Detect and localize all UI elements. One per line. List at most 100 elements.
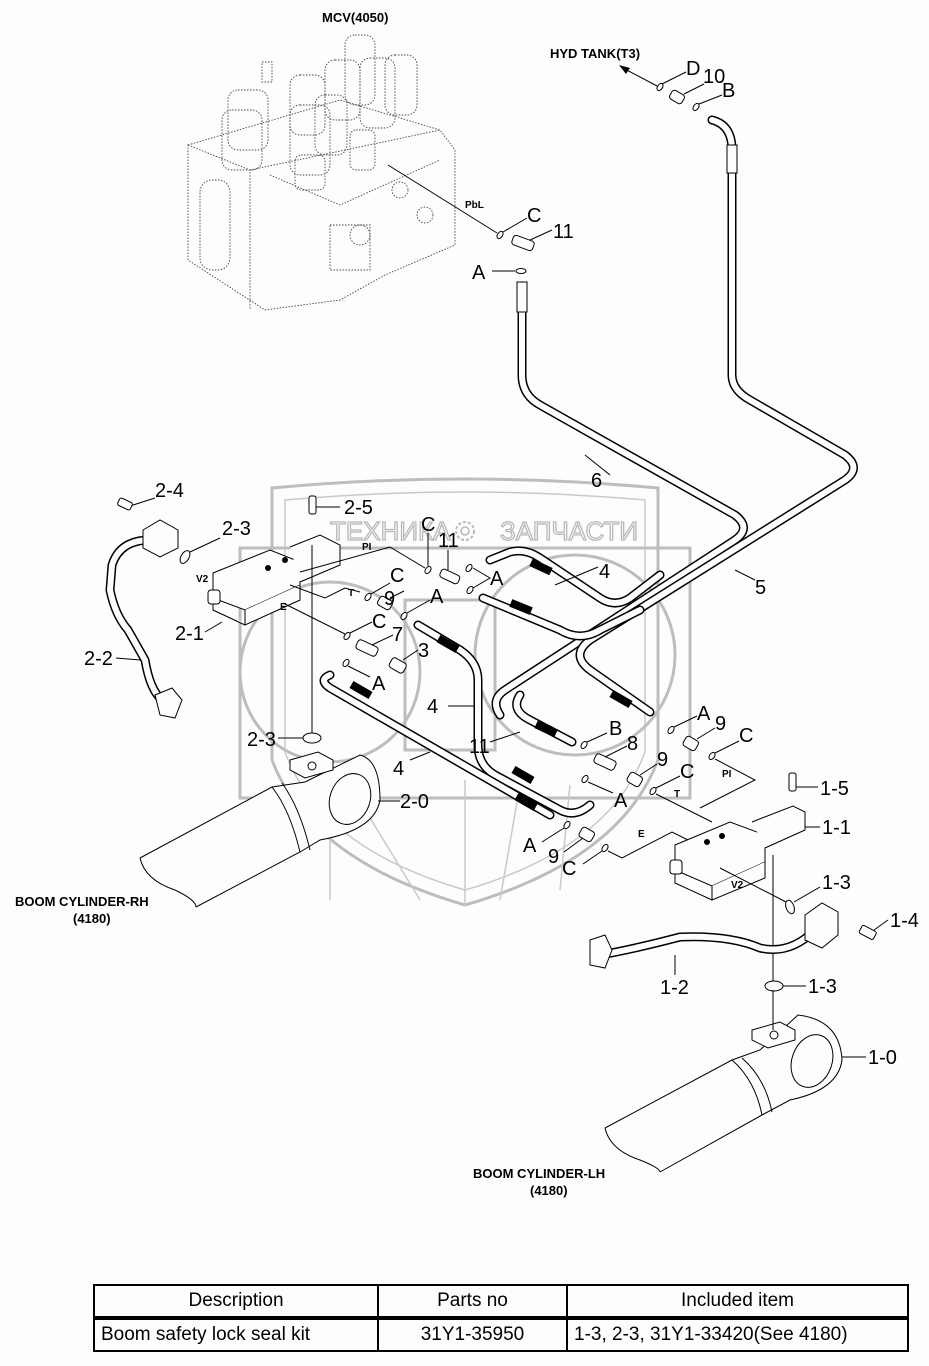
callout-c-1: C bbox=[421, 514, 435, 536]
o-ring-c-3 bbox=[343, 631, 351, 641]
seal-kit-table: Description Parts no Included item Boom … bbox=[93, 1284, 909, 1352]
port-v2-left-label: V2 bbox=[196, 574, 209, 585]
callout-c-4: C bbox=[739, 725, 753, 747]
tee-connector-11 bbox=[439, 568, 461, 585]
hose-4-upper-b bbox=[478, 593, 645, 641]
callout-a-1: A bbox=[490, 568, 504, 590]
tee-connector-8 bbox=[593, 753, 617, 771]
callout-1-5: 1-5 bbox=[820, 778, 849, 800]
cell-description: Boom safety lock seal kit bbox=[93, 1317, 379, 1352]
gear-icon bbox=[455, 521, 475, 541]
o-ring-a-4 bbox=[581, 774, 589, 784]
port-v2-right-label: V2 bbox=[731, 880, 744, 891]
boom-cylinder-rh bbox=[139, 751, 381, 908]
callout-2-5: 2-5 bbox=[344, 497, 373, 519]
hydraulic-parts-diagram: ТЕХНИКА ЗАПЧАСТИ MCV(4050) PbL HYD TANK(… bbox=[15, 10, 919, 1198]
hyd-tank-label: HYD TANK(T3) bbox=[550, 46, 640, 61]
callout-11-mcv: 11 bbox=[553, 221, 574, 243]
table-row: Boom safety lock seal kit 31Y1-35950 1-3… bbox=[93, 1317, 909, 1352]
hose-4-upper bbox=[485, 546, 665, 608]
callout-9-2: 9 bbox=[715, 713, 726, 735]
hose-end-fittings bbox=[349, 558, 633, 811]
callout-a-mcv: A bbox=[472, 262, 486, 284]
boom-cylinder-lh-label: BOOM CYLINDER-LH bbox=[473, 1166, 605, 1181]
flange-tube-1-2 bbox=[589, 902, 839, 969]
callout-2-3-top: 2-3 bbox=[222, 518, 251, 540]
callout-11-mid: 11 bbox=[438, 530, 459, 552]
o-ring-a-5 bbox=[667, 725, 675, 735]
port-e-left-label: E bbox=[280, 602, 287, 613]
callout-a-5: A bbox=[697, 703, 711, 725]
o-ring-a-1a bbox=[465, 563, 473, 573]
callout-4-top: 4 bbox=[599, 561, 610, 583]
o-ring-1-3-top bbox=[785, 899, 795, 915]
bolt-1-5 bbox=[788, 772, 797, 792]
o-ring-a-mcv bbox=[515, 268, 527, 274]
callout-1-0: 1-0 bbox=[868, 1047, 897, 1069]
callout-c-5: C bbox=[680, 761, 694, 783]
callout-b-low: B bbox=[609, 718, 622, 740]
port-pi-left-label: PI bbox=[362, 542, 372, 553]
boom-safety-valve-lh bbox=[669, 805, 806, 901]
callout-1-3-top: 1-3 bbox=[822, 872, 851, 894]
callout-9-1: 9 bbox=[384, 588, 395, 610]
o-ring-c-4 bbox=[708, 751, 716, 761]
boom-cylinder-lh-ref: (4180) bbox=[530, 1183, 568, 1198]
connector-9-2 bbox=[682, 735, 699, 752]
port-t-left-label: T bbox=[348, 588, 354, 599]
watermark-text-right: ЗАПЧАСТИ bbox=[500, 516, 638, 546]
o-ring-a-1b bbox=[466, 585, 474, 595]
flange-tube-2-2 bbox=[105, 519, 183, 719]
callout-c-3: C bbox=[372, 611, 386, 633]
o-ring-a-3 bbox=[342, 658, 350, 668]
plug-3 bbox=[388, 657, 407, 674]
boom-cylinder-rh-label: BOOM CYLINDER-RH bbox=[15, 894, 149, 909]
o-ring-2-3-top bbox=[179, 550, 191, 564]
callout-9-3: 9 bbox=[657, 749, 668, 771]
callout-c-mcv: C bbox=[527, 205, 541, 227]
bolt-1-4 bbox=[858, 924, 877, 940]
callout-a-2: A bbox=[430, 586, 444, 608]
connector-10 bbox=[669, 89, 685, 105]
callout-1-3-bottom: 1-3 bbox=[808, 976, 837, 998]
callout-8: 8 bbox=[627, 733, 638, 755]
callout-2-3-bottom: 2-3 bbox=[247, 729, 276, 751]
o-ring-b-top bbox=[692, 102, 700, 112]
bolt-2-4 bbox=[117, 497, 133, 511]
callout-a-4: A bbox=[614, 790, 628, 812]
o-ring-c-mcv bbox=[496, 230, 504, 240]
port-pbl-label: PbL bbox=[465, 200, 484, 211]
callout-1-4: 1-4 bbox=[890, 910, 919, 932]
cell-included-item: 1-3, 2-3, 31Y1-33420(See 4180) bbox=[566, 1317, 909, 1352]
callout-1-2: 1-2 bbox=[660, 977, 689, 999]
o-ring-c-5 bbox=[649, 786, 657, 796]
callout-c-2: C bbox=[390, 565, 404, 587]
port-e-right-label: E bbox=[638, 829, 645, 840]
callout-4-bottom: 4 bbox=[393, 758, 404, 780]
table-header-row: Description Parts no Included item bbox=[93, 1284, 909, 1320]
o-ring-a-6 bbox=[563, 820, 571, 830]
callout-2-4: 2-4 bbox=[155, 480, 184, 502]
callout-3: 3 bbox=[418, 640, 429, 662]
mcv-label: MCV(4050) bbox=[322, 10, 388, 25]
callout-2-0: 2-0 bbox=[400, 791, 429, 813]
hose-11 bbox=[512, 690, 577, 747]
callout-c-6: C bbox=[562, 858, 576, 880]
o-ring-b-low bbox=[580, 740, 588, 750]
boom-safety-valve-rh bbox=[207, 534, 341, 626]
connector-9-3 bbox=[626, 771, 643, 788]
boom-cylinder-rh-ref: (4180) bbox=[73, 911, 111, 926]
callout-7: 7 bbox=[392, 624, 403, 646]
o-ring-2-3-bottom bbox=[302, 732, 322, 744]
cell-parts-no: 31Y1-35950 bbox=[377, 1317, 568, 1352]
hose-5 bbox=[575, 115, 858, 717]
callout-2-2: 2-2 bbox=[84, 648, 113, 670]
callout-2-1: 2-1 bbox=[175, 623, 204, 645]
bolt-2-5 bbox=[308, 495, 317, 515]
tee-connector-11-mcv bbox=[511, 234, 535, 252]
o-ring-c-2 bbox=[364, 592, 372, 602]
callout-a-6: A bbox=[523, 835, 537, 857]
callout-5: 5 bbox=[755, 577, 766, 599]
callout-a-3: A bbox=[372, 673, 386, 695]
callout-d: D bbox=[686, 58, 700, 80]
